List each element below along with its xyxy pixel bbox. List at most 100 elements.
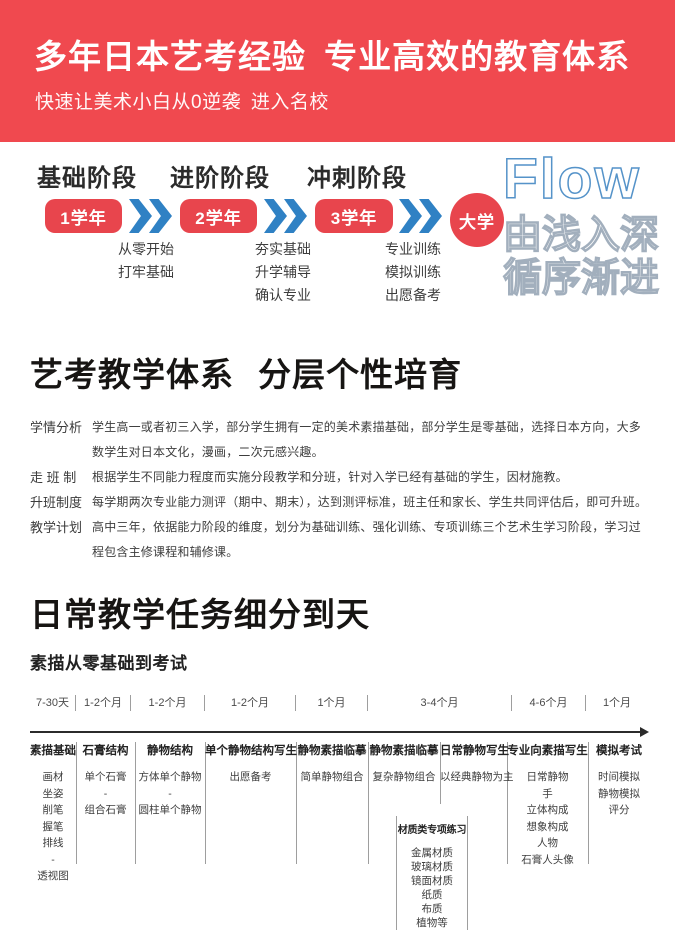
duration-label: 7-30天: [30, 695, 76, 711]
bullet-item: 升学辅导: [255, 264, 311, 280]
column-divider: [296, 742, 297, 864]
column-divider: [507, 742, 508, 864]
stage-title-advanced: 进阶阶段: [170, 165, 270, 192]
watermark-cn-line1: 由浅入深: [502, 213, 660, 257]
column-items: 画材 坐姿 削笔 握笔 排线 - 透视图: [30, 769, 76, 885]
duration-label: 1-2个月: [205, 695, 296, 711]
double-chevron-icon: [129, 198, 172, 234]
material-item: 布质: [421, 903, 443, 915]
stage-title-sprint: 冲刺阶段: [307, 165, 407, 192]
column-items: 时间模拟 静物模拟 评分: [588, 769, 650, 819]
stage3-bullets: 专业训练 模拟训练 出愿备考: [385, 238, 441, 307]
duration-timeline: 7-30天 1-2个月 1-2个月 1-2个月 1个月 3-4个月 4-6个月 …: [30, 695, 648, 711]
university-circle: 大学: [450, 193, 504, 247]
task-column: 单个静物结构写生 出愿备考: [205, 742, 297, 786]
system-row: 升班制度 每学期两次专业能力测评（期中、期末），达到测评标准，班主任和家长、学生…: [0, 490, 675, 515]
row-text: 高中三年，依据能力阶段的维度，划分为基础训练、强化训练、专项训练三个艺术生学习阶…: [92, 520, 642, 559]
stage-title-basic: 基础阶段: [37, 165, 137, 192]
material-box-title: 材质类专项练习: [397, 825, 467, 836]
year2-pill: 2学年: [180, 199, 257, 233]
column-header: 模拟考试: [596, 745, 642, 757]
column-header: 静物素描临摹: [369, 745, 439, 757]
bullet-item: 从零开始: [118, 241, 174, 257]
task-table: 素描基础 画材 坐姿 削笔 握笔 排线 - 透视图 石膏结构 单个石膏 - 组合…: [0, 740, 675, 933]
column-header: 单个静物结构写生: [205, 745, 297, 757]
column-header: 静物结构: [147, 745, 193, 757]
task-item: 画材: [42, 771, 64, 783]
duration-label: 1-2个月: [131, 695, 205, 711]
task-item: 评分: [608, 804, 630, 816]
duration-label: 1-2个月: [76, 695, 131, 711]
task-column: 专业向素描写生 日常静物 手 立体构成 想象构成 人物 石膏人头像: [507, 742, 588, 868]
task-item: 手: [542, 787, 553, 800]
row-label: 升班制度: [30, 495, 83, 510]
column-items: 以经典静物为主: [440, 769, 514, 786]
year1-pill: 1学年: [45, 199, 122, 233]
duration-label: 1个月: [602, 697, 632, 709]
banner-title: 多年日本艺考经验 专业高效的教育体系: [34, 38, 631, 75]
row-label: 学情分析: [30, 420, 83, 435]
task-item: 石膏人头像: [521, 853, 574, 866]
material-item: 植物等: [416, 917, 448, 929]
bullet-item: 确认专业: [255, 287, 311, 303]
material-item: 纸质: [421, 889, 443, 901]
task-item: 圆柱单个静物: [138, 804, 202, 816]
column-items: 方体单个静物 - 圆柱单个静物: [135, 769, 205, 819]
bullet-item: 打牢基础: [118, 264, 174, 280]
material-item: 镜面材质: [411, 875, 453, 887]
column-divider: [76, 742, 77, 864]
column-divider: [205, 742, 206, 864]
task-column: 石膏结构 单个石膏 - 组合石膏: [76, 742, 135, 819]
task-column: 模拟考试 时间模拟 静物模拟 评分: [588, 742, 650, 819]
daily-section: 日常教学任务细分到天 素描从零基础到考试 7-30天 1-2个月 1-2个月 1…: [0, 588, 675, 933]
material-item: 玻璃材质: [411, 861, 453, 873]
task-item: 单个石膏: [84, 771, 127, 783]
material-item: 金属材质: [411, 847, 453, 859]
double-chevron-icon: [399, 198, 442, 234]
row-label: 走 班 制: [30, 470, 77, 485]
column-items: 出愿备考: [205, 769, 296, 786]
material-box-items: 金属材质 玻璃材质 镜面材质 纸质 布质 植物等: [397, 846, 467, 930]
bullet-item: 夯实基础: [255, 241, 311, 257]
task-item: 方体单个静物: [138, 771, 202, 783]
task-item: 以经典静物为主: [440, 771, 514, 783]
bullet-item: 专业训练: [385, 241, 441, 257]
column-header: 素描基础: [30, 745, 76, 757]
task-item: -: [51, 853, 55, 866]
flow-section: 基础阶段 进阶阶段 冲刺阶段 1学年 2学年 3学年 大学 从零开始 打牢基础 …: [0, 142, 675, 348]
task-item: 人物: [537, 837, 558, 849]
row-label: 教学计划: [30, 520, 83, 535]
column-items: 复杂静物组合: [368, 769, 440, 786]
task-item: 时间模拟: [598, 771, 640, 783]
column-items: 单个石膏 - 组合石膏: [76, 769, 135, 819]
banner: 多年日本艺考经验 专业高效的教育体系 快速让美术小白从0逆袭 进入名校: [0, 0, 675, 142]
timeline-arrow-line: [30, 731, 642, 733]
daily-subtitle: 素描从零基础到考试: [30, 654, 188, 673]
stage2-bullets: 夯实基础 升学辅导 确认专业: [255, 238, 311, 307]
task-item: 透视图: [37, 870, 69, 882]
row-text: 每学期两次专业能力测评（期中、期末），达到测评标准，班主任和家长、学生共同评估后…: [92, 495, 648, 509]
duration-label: 4-6个月: [512, 695, 586, 711]
row-text: 学生高一或者初三入学，部分学生拥有一定的美术素描基础，部分学生是零基础，选择日本…: [92, 420, 642, 459]
column-header: 专业向素描写生: [507, 745, 588, 757]
year3-pill: 3学年: [315, 199, 393, 233]
column-header: 石膏结构: [82, 745, 129, 757]
duration-label: 1个月: [296, 695, 368, 711]
column-items: 日常静物 手 立体构成 想象构成 人物 石膏人头像: [507, 769, 588, 868]
double-chevron-icon: [264, 198, 307, 234]
column-divider: [368, 742, 369, 864]
task-item: 日常静物: [526, 771, 569, 783]
task-item: 坐姿: [42, 787, 64, 800]
task-item: 握笔: [42, 820, 64, 833]
column-header: 日常静物写生: [440, 745, 509, 757]
column-items: 简单静物组合: [296, 769, 368, 786]
task-item: -: [103, 787, 108, 800]
task-column: 日常静物写生 以经典静物为主: [440, 742, 514, 786]
task-item: 削笔: [42, 804, 64, 816]
system-row: 学情分析 学生高一或者初三入学，部分学生拥有一定的美术素描基础，部分学生是零基础…: [0, 415, 675, 465]
task-item: 静物模拟: [598, 787, 640, 800]
task-item: -: [168, 787, 172, 800]
bullet-item: 出愿备考: [385, 287, 441, 303]
task-item: 立体构成: [526, 804, 569, 816]
column-header: 静物素描临摹: [297, 745, 367, 757]
